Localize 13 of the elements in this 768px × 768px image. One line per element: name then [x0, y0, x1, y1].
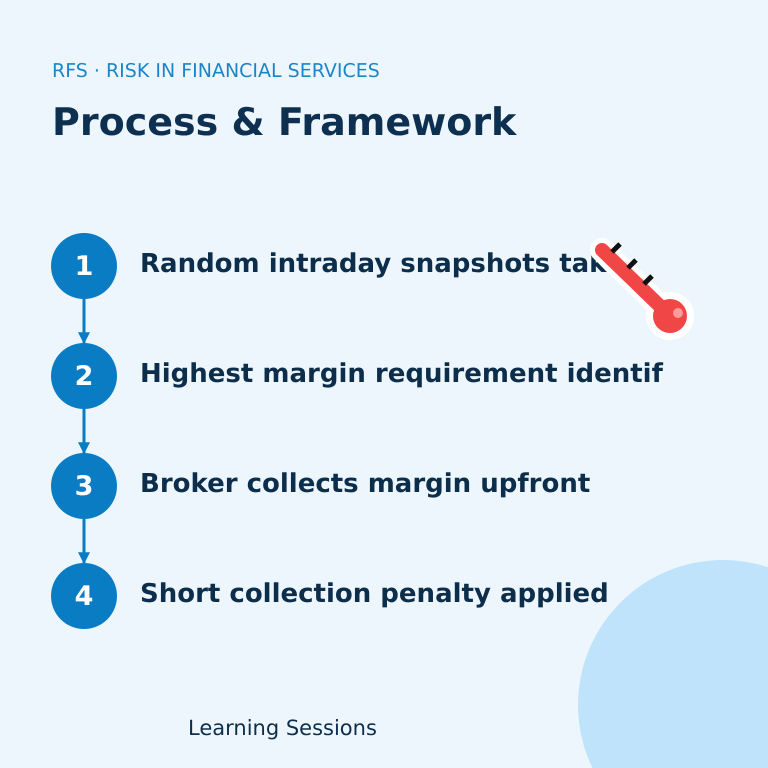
step-number-circle: 1	[51, 233, 117, 299]
step-number-circle: 3	[51, 453, 117, 519]
title: Process & Framework	[52, 100, 516, 144]
arrow	[78, 519, 90, 564]
arrow	[78, 299, 90, 344]
arrow	[78, 409, 90, 454]
step-number-circle: 2	[51, 343, 117, 409]
step-label: Short collection penalty applied	[140, 579, 609, 609]
footer-text: Learning Sessions	[188, 716, 377, 740]
subtitle: RFS · RISK IN FINANCIAL SERVICES	[52, 60, 380, 82]
step-label: Highest margin requirement identif	[140, 359, 663, 389]
step-number-circle: 4	[51, 563, 117, 629]
step-label: Broker collects margin upfront	[140, 469, 590, 499]
